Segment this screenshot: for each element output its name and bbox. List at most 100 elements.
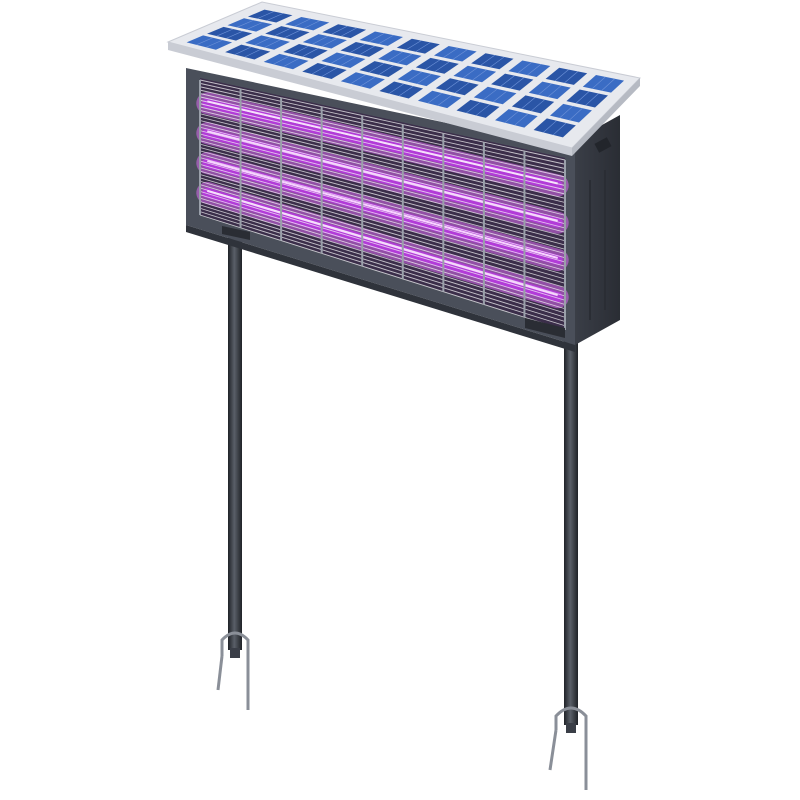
grid-wire — [199, 147, 566, 246]
solar-cell-line — [350, 74, 366, 85]
solar-cell — [379, 81, 424, 99]
solar-cell-line — [564, 71, 579, 84]
grid-wire — [199, 201, 566, 314]
solar-cell-line — [462, 67, 478, 79]
solar-cell-line — [406, 40, 422, 50]
housing-bottom-lip — [186, 225, 575, 352]
solar-cell-line — [387, 51, 403, 62]
solar-cell-line — [500, 75, 515, 87]
solar-cell-line — [434, 61, 450, 72]
solar-cell-line — [547, 85, 562, 98]
grid-wire — [199, 123, 566, 216]
solar-cell-line — [466, 102, 481, 114]
grid-wire — [199, 126, 566, 220]
solar-cell-line — [454, 82, 470, 94]
solar-cell — [528, 81, 571, 100]
solar-cell-line — [284, 29, 301, 39]
solar-cell — [247, 9, 293, 23]
solar-cell-line — [283, 58, 299, 68]
solar-cell-line — [359, 45, 375, 56]
solar-cell-line — [330, 54, 347, 64]
grid-wire — [199, 160, 566, 263]
grid-wire — [199, 143, 566, 242]
solar-cell-line — [437, 95, 452, 106]
grid-wire — [199, 187, 566, 297]
solar-cell — [417, 90, 462, 109]
solar-cell-line — [331, 25, 348, 35]
solar-cell-line — [415, 42, 431, 52]
grid-wire — [199, 170, 566, 276]
grid-wire — [199, 82, 566, 165]
grid-wire — [199, 167, 566, 271]
solar-cell-line — [349, 43, 366, 53]
solar-cell-line — [378, 34, 394, 45]
solar-cell-line — [254, 37, 271, 46]
solar-cell-line — [425, 59, 441, 70]
uv-tube — [202, 128, 563, 228]
left-pole — [228, 230, 242, 658]
solar-cell — [433, 45, 477, 62]
solar-cell-line — [294, 18, 311, 27]
solar-cell-line — [554, 69, 569, 82]
solar-cell-line — [341, 27, 357, 37]
grid-wire — [199, 130, 566, 225]
grid-wire — [199, 197, 566, 310]
grid-wire — [199, 184, 566, 293]
solar-cell-line — [475, 104, 491, 116]
grid-wire — [199, 133, 566, 229]
grid-wire — [199, 180, 566, 288]
solar-cell-line — [552, 122, 567, 136]
solar-cell — [491, 73, 534, 91]
grid-wire — [199, 177, 566, 284]
housing-side-panel — [575, 115, 620, 345]
solar-cell-line — [378, 65, 394, 75]
solar-cell-line — [264, 39, 281, 48]
solar-cell-line — [585, 93, 599, 106]
solar-cell — [225, 44, 271, 60]
solar-cell — [359, 31, 403, 46]
solar-cell-line — [527, 63, 542, 76]
grid-wire — [199, 157, 566, 259]
solar-cell — [533, 118, 576, 138]
solar-cell — [302, 63, 347, 79]
solar-cell-line — [531, 99, 545, 112]
solar-cell-line — [559, 105, 574, 119]
solar-cell-line — [360, 76, 376, 87]
solar-cell-line — [292, 45, 309, 55]
solar-cell — [550, 103, 592, 123]
solar-cell-line — [452, 49, 468, 60]
uv-tube-highlight — [207, 160, 558, 259]
solar-cell — [508, 60, 551, 78]
solar-cell-line — [312, 35, 329, 45]
right-pole — [564, 330, 578, 733]
solar-cell-line — [592, 76, 606, 89]
solar-cell — [265, 26, 310, 41]
solar-cell-line — [311, 65, 328, 75]
solar-cell-line — [368, 33, 385, 43]
solar-cell — [435, 78, 479, 96]
grid-wire — [199, 113, 566, 203]
grid-wire — [199, 190, 566, 301]
solar-cell-line — [492, 90, 508, 103]
solar-cell-line — [538, 83, 552, 96]
grid-wire — [199, 96, 566, 182]
grid-wire — [199, 150, 566, 250]
solar-cell-line — [517, 62, 532, 74]
solar-cell-line — [509, 77, 525, 89]
solar-cell — [227, 18, 273, 32]
solar-cell-line — [397, 53, 413, 64]
solar-cell-line — [216, 28, 234, 37]
grid-wire — [199, 207, 566, 322]
solar-cell — [263, 53, 309, 70]
solar-cell — [397, 69, 441, 87]
grid-wire — [199, 86, 566, 169]
grid-wire — [199, 120, 566, 212]
solar-cell-line — [443, 47, 459, 58]
solar-cell-line — [244, 49, 261, 58]
solar-cell — [359, 61, 404, 78]
grid-wire — [199, 103, 566, 191]
solar-cell-line — [368, 63, 385, 73]
solar-cell — [396, 38, 440, 54]
solar-cell — [511, 95, 555, 114]
grid-wire — [199, 106, 566, 195]
